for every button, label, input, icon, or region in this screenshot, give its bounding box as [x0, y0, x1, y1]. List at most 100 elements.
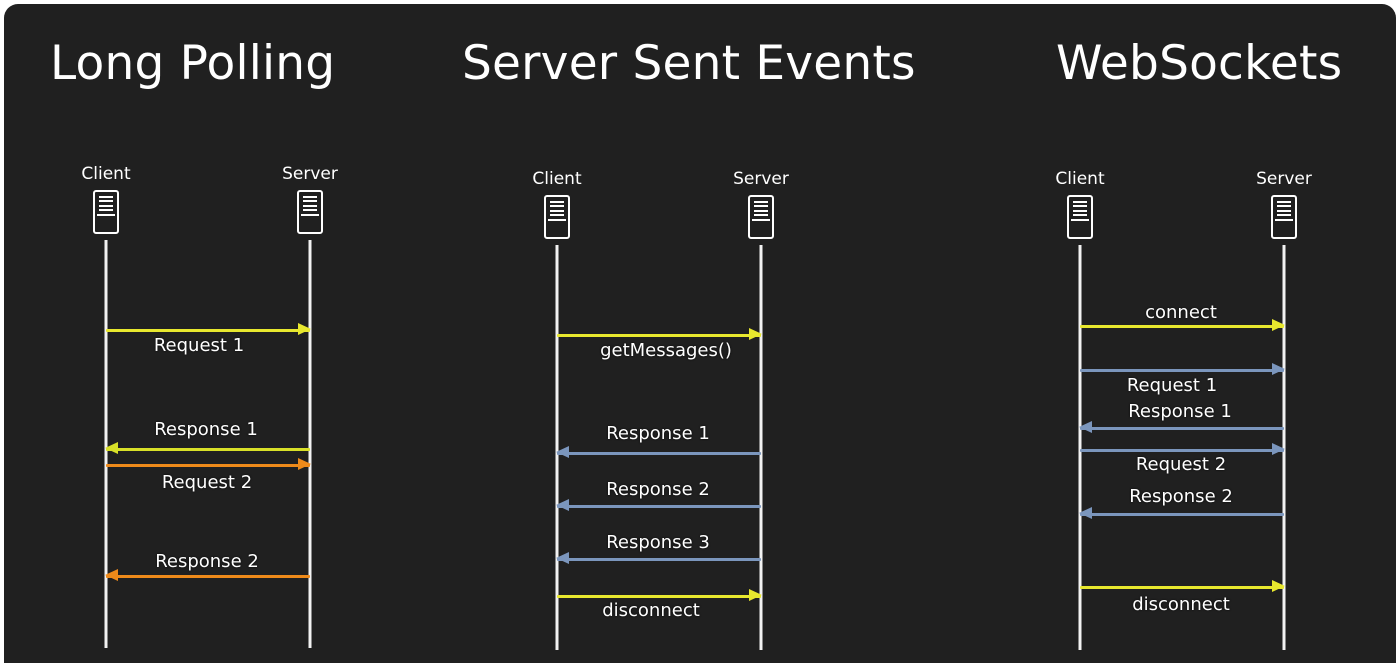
server-icon-bars — [303, 196, 317, 211]
arrow-shaft — [106, 329, 310, 332]
server-icon-bars — [550, 201, 564, 216]
server-icon-bar — [1073, 201, 1087, 203]
arrow-head — [1079, 507, 1092, 519]
arrow-head — [298, 323, 311, 335]
arrow-head — [1272, 580, 1285, 592]
actor-label-server: Server — [282, 164, 338, 184]
diagram-title-server-sent-events: Server Sent Events — [462, 36, 916, 91]
arrow-shaft — [106, 575, 310, 578]
server-icon-divider — [1275, 219, 1293, 221]
server-icon-bars — [1277, 201, 1291, 216]
message-label-response-1: Response 1 — [154, 419, 258, 440]
server-icon-divider — [752, 219, 770, 221]
server-icon-bar — [550, 201, 564, 203]
actor-label-server: Server — [1256, 169, 1312, 189]
client-server-icon — [544, 195, 570, 239]
diagram-title-websockets: WebSockets — [1056, 36, 1343, 91]
server-icon-bar — [303, 200, 317, 203]
client-server-icon — [1067, 195, 1093, 239]
server-icon-bar — [754, 201, 768, 203]
message-label-response-3: Response 3 — [606, 532, 710, 553]
arrow-shaft — [1080, 427, 1284, 430]
arrow-head — [1272, 443, 1285, 455]
server-icon-bar — [1277, 209, 1291, 212]
message-label-response-2: Response 2 — [606, 479, 710, 500]
arrow-shaft — [1080, 449, 1284, 452]
server-icon-bars — [99, 196, 113, 211]
message-label-request-2: Request 2 — [1135, 454, 1227, 475]
server-icon-bar — [550, 213, 564, 216]
arrow-head — [1079, 421, 1092, 433]
server-icon-bar — [754, 213, 768, 216]
arrow-shaft — [557, 505, 761, 508]
arrow-head — [1272, 319, 1285, 331]
server-icon-bar — [1073, 209, 1087, 212]
message-label-response-1: Response 1 — [606, 423, 710, 444]
message-label-response-2: Response 2 — [1129, 486, 1233, 507]
message-label-connect: connect — [1145, 302, 1217, 323]
server-icon-bars — [754, 201, 768, 216]
actor-label-server: Server — [733, 169, 789, 189]
arrow-shaft — [1080, 586, 1284, 589]
message-label-disconnect: disconnect — [602, 600, 700, 621]
message-label-request-2: Request 2 — [161, 472, 253, 493]
server-icon-bar — [1073, 213, 1087, 216]
lifeline-server — [759, 245, 763, 650]
server-icon-bar — [99, 208, 113, 211]
arrow-shaft — [1080, 325, 1284, 328]
server-icon — [1271, 195, 1297, 239]
server-icon-divider — [548, 219, 566, 221]
arrow-head — [556, 499, 569, 511]
arrow-head — [556, 446, 569, 458]
message-label-request-1: Request 1 — [1126, 375, 1218, 396]
arrow-head — [298, 458, 311, 470]
server-icon-bar — [754, 209, 768, 212]
server-icon-bar — [303, 196, 317, 198]
actor-label-client: Client — [1055, 169, 1105, 189]
server-icon-bar — [1277, 205, 1291, 208]
server-icon-divider — [1071, 219, 1089, 221]
arrow-shaft — [1080, 369, 1284, 372]
server-icon-bar — [303, 204, 317, 207]
arrow-shaft — [557, 452, 761, 455]
arrow-shaft — [106, 448, 310, 451]
lifeline-server — [308, 240, 312, 648]
message-label-disconnect: disconnect — [1132, 594, 1230, 615]
message-label-request-1: Request 1 — [153, 335, 245, 356]
client-server-icon — [93, 190, 119, 234]
server-icon — [748, 195, 774, 239]
arrow-shaft — [557, 595, 761, 598]
arrow-head — [556, 552, 569, 564]
arrow-head — [105, 569, 118, 581]
arrow-head — [749, 328, 762, 340]
message-label-response-2: Response 2 — [155, 551, 259, 572]
server-icon-bar — [550, 205, 564, 208]
message-label-get-messages: getMessages() — [600, 340, 732, 361]
arrow-shaft — [106, 464, 310, 467]
server-icon-bar — [303, 208, 317, 211]
arrow-head — [105, 442, 118, 454]
server-icon-bar — [1277, 213, 1291, 216]
arrow-shaft — [557, 334, 761, 337]
actor-label-client: Client — [532, 169, 582, 189]
server-icon-bar — [754, 205, 768, 208]
diagram-title-long-polling: Long Polling — [50, 36, 336, 91]
server-icon-bar — [99, 204, 113, 207]
message-label-response-1: Response 1 — [1128, 401, 1232, 422]
server-icon — [297, 190, 323, 234]
server-icon-bar — [1277, 201, 1291, 203]
arrow-shaft — [557, 558, 761, 561]
arrow-head — [749, 589, 762, 601]
server-icon-bar — [99, 200, 113, 203]
arrow-head — [1272, 363, 1285, 375]
server-icon-bar — [99, 196, 113, 198]
server-icon-bar — [1073, 205, 1087, 208]
actor-label-client: Client — [81, 164, 131, 184]
server-icon-divider — [97, 214, 115, 216]
arrow-shaft — [1080, 513, 1284, 516]
